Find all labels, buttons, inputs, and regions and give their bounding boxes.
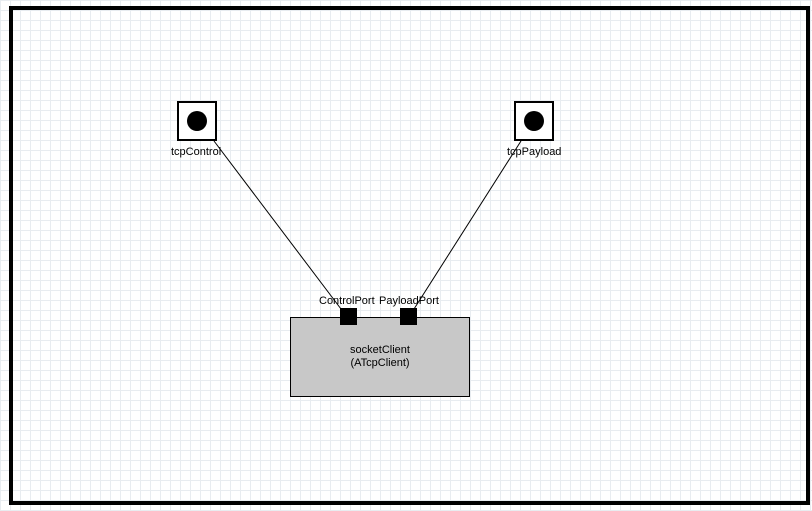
external-port-tcppayload[interactable]	[514, 101, 554, 141]
port-icon	[187, 111, 207, 131]
external-port-tcpcontrol[interactable]	[177, 101, 217, 141]
part-type: (ATcpClient)	[350, 357, 410, 369]
part-port-label-controlport: ControlPort	[319, 295, 375, 307]
part-name: socketClient	[350, 344, 410, 356]
part-port-payloadport[interactable]	[400, 308, 417, 325]
part-socketclient[interactable]: socketClient (ATcpClient)	[290, 317, 470, 397]
external-port-label-tcpcontrol: tcpControl	[171, 146, 222, 158]
port-icon	[524, 111, 544, 131]
external-port-label-tcppayload: tcpPayload	[507, 146, 562, 158]
part-port-controlport[interactable]	[340, 308, 357, 325]
part-port-label-payloadport: PayloadPort	[379, 295, 439, 307]
structure-frame	[9, 6, 810, 505]
part-caption: socketClient (ATcpClient)	[291, 344, 469, 370]
